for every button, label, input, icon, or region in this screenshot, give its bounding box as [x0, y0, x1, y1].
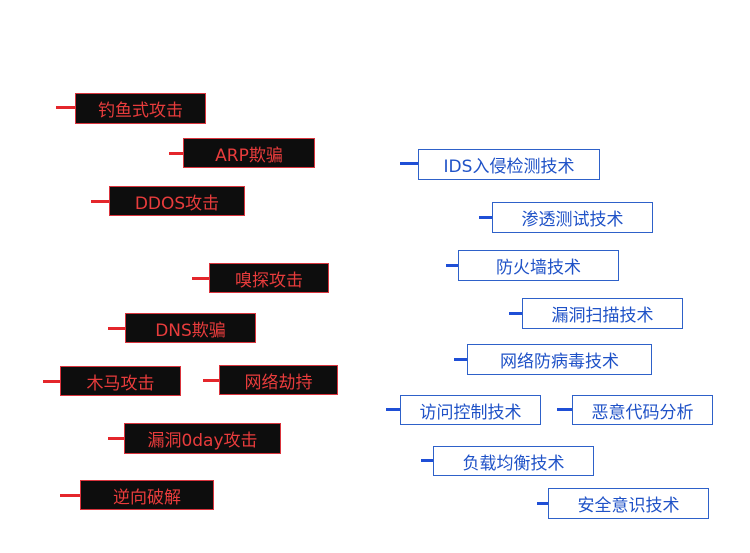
node-trojan: 木马攻击: [60, 366, 181, 396]
connector-tick: [454, 358, 479, 361]
connector-tick: [386, 408, 413, 411]
connector-tick: [192, 277, 218, 280]
node-ddos: DDOS攻击: [109, 186, 245, 216]
connector-tick: [108, 327, 134, 330]
node-antivirus: 网络防病毒技术: [467, 344, 652, 375]
node-arp-spoofing: ARP欺骗: [183, 138, 315, 168]
connector-tick: [91, 200, 118, 203]
node-reverse-cracking: 逆向破解: [80, 480, 214, 510]
node-phishing: 钓鱼式攻击: [75, 93, 206, 124]
node-hijacking: 网络劫持: [219, 365, 338, 395]
node-firewall: 防火墙技术: [458, 250, 619, 281]
node-pentest: 渗透测试技术: [492, 202, 653, 233]
connector-tick: [56, 106, 85, 109]
node-access-control: 访问控制技术: [400, 395, 541, 425]
node-security-awareness: 安全意识技术: [548, 488, 709, 519]
connector-tick: [108, 437, 134, 440]
connector-tick: [479, 216, 504, 219]
node-zero-day: 漏洞0day攻击: [124, 423, 281, 454]
connector-tick: [43, 380, 69, 383]
connector-tick: [203, 379, 229, 382]
node-ids: IDS入侵检测技术: [418, 149, 600, 180]
connector-tick: [400, 162, 426, 165]
node-sniffing: 嗅探攻击: [209, 263, 329, 293]
connector-tick: [60, 494, 89, 497]
connector-tick: [169, 152, 195, 155]
node-dns-spoofing: DNS欺骗: [125, 313, 256, 343]
node-vuln-scan: 漏洞扫描技术: [522, 298, 683, 329]
node-malware-analysis: 恶意代码分析: [572, 395, 713, 425]
node-load-balance: 负载均衡技术: [433, 446, 594, 476]
connector-tick: [557, 408, 583, 411]
connector-tick: [509, 312, 534, 315]
